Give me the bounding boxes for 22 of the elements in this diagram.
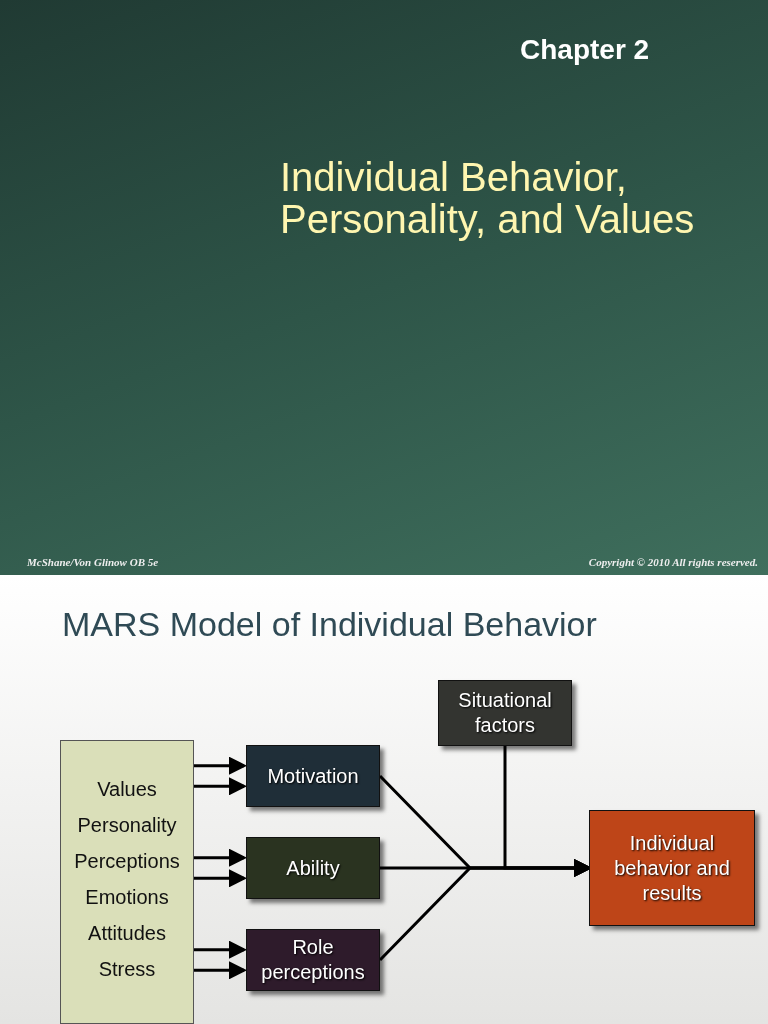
arrow <box>194 961 247 980</box>
list-item: Stress <box>98 957 156 982</box>
process-box: Ability <box>246 837 380 899</box>
arrow <box>194 869 247 888</box>
slide-title: MARS Model of Individual Behavior <box>62 605 597 644</box>
list-item: Attitudes <box>88 921 166 946</box>
list-item: Personality <box>77 813 177 838</box>
list-item: Perceptions <box>74 849 180 874</box>
footer-text: McShane/Von Glinow OB 5e <box>27 556 159 568</box>
list-item: Values <box>97 777 157 802</box>
process-box: Situational factors <box>438 680 572 746</box>
arrow <box>194 756 247 775</box>
slide-title: Individual Behavior, Personality, and Values <box>280 156 696 240</box>
process-box: Role perceptions <box>246 929 380 991</box>
process-box: Motivation <box>246 745 380 807</box>
chapter-heading: Chapter 2 <box>520 34 650 66</box>
list-item: Emotions <box>85 885 169 910</box>
arrow <box>194 777 247 796</box>
arrow <box>194 848 247 867</box>
copyright-text: Copyright © 2010 All rights reserved. <box>588 556 758 568</box>
arrow <box>194 940 247 959</box>
result-box: Individual behavior and results <box>589 810 755 926</box>
